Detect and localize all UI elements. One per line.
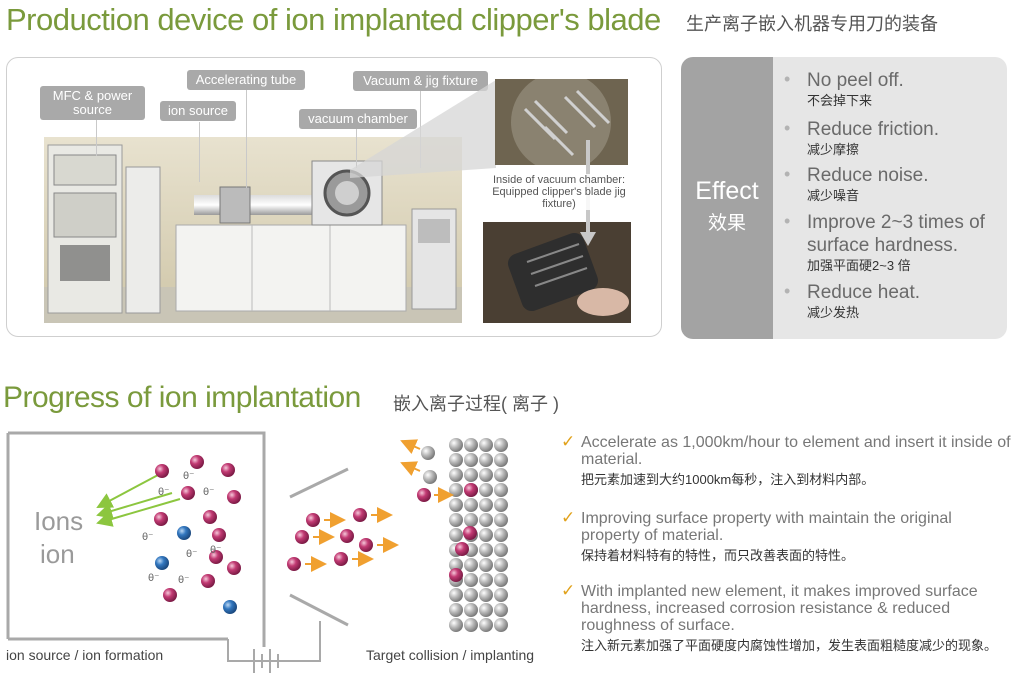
- check-icon: ✓: [561, 581, 576, 600]
- electron-symbol: θ⁻: [210, 545, 221, 556]
- effect-panel: Effect 效果 • No peel off. 不会掉下来 • Reduce …: [681, 57, 1007, 339]
- main-title: Production device of ion implanted clipp…: [6, 2, 661, 37]
- label-vacuum-jig-fixture: Vacuum & jig fixture: [353, 71, 488, 91]
- caption-ion-source: ion source / ion formation: [6, 647, 164, 663]
- bullet-icon: •: [784, 69, 791, 89]
- label-mfc-power-source: MFC & power source: [40, 86, 145, 120]
- effect-item: • Improve 2~3 times of surface hardness.…: [784, 211, 985, 273]
- check-icon: ✓: [561, 432, 576, 451]
- electron-symbol: θ⁻: [186, 549, 197, 560]
- effect-item: • No peel off. 不会掉下来: [784, 69, 904, 108]
- flying-ions: [287, 507, 399, 572]
- progress-title: Progress of ion implantation: [3, 381, 361, 414]
- progress-title-zh: 嵌入离子过程( 离子 ): [393, 394, 559, 414]
- bullet-icon: •: [784, 164, 791, 184]
- label-vacuum-chamber: vacuum chamber: [299, 109, 417, 129]
- bullet-icon: •: [784, 211, 791, 231]
- effect-title-zh: 效果: [707, 213, 746, 234]
- electron-symbol: θ⁻: [142, 532, 153, 543]
- label-accelerating-tube: Accelerating tube: [187, 70, 305, 90]
- electron-symbol: θ⁻: [183, 471, 194, 482]
- electron-symbol: θ⁻: [148, 573, 159, 584]
- effect-item: • Reduce friction. 减少摩擦: [784, 118, 940, 157]
- bullet-icon: •: [784, 281, 791, 301]
- electron-symbol: θ⁻: [203, 487, 214, 498]
- caption-target-collision: Target collision / implanting: [366, 647, 535, 663]
- effect-item: • Reduce noise. 减少噪音: [784, 164, 929, 203]
- vacuum-chamber-inset-photo: [495, 79, 628, 165]
- process-item: ✓ Accelerate as 1,000km/hour to element …: [561, 432, 1011, 487]
- ions-label-zh: ion: [40, 539, 75, 569]
- check-icon: ✓: [561, 508, 576, 527]
- process-item: ✓ Improving surface property with mainta…: [561, 508, 952, 563]
- blade-jig-inset-photo: [483, 222, 631, 323]
- effect-list: • No peel off. 不会掉下来 • Reduce friction. …: [773, 57, 1007, 339]
- ions-label: Ions: [34, 506, 83, 536]
- process-item: ✓ With implanted new element, it makes i…: [561, 581, 998, 653]
- bullet-icon: •: [784, 118, 791, 138]
- zoom-connector: [350, 80, 496, 178]
- effect-item: • Reduce heat. 减少发热: [784, 281, 921, 320]
- effect-label-column: Effect 效果: [681, 57, 773, 339]
- ion-implantation-diagram: θ⁻ θ⁻ θ⁻ θ⁻ θ⁻ θ⁻ θ⁻ θ⁻ Ions ion: [6, 431, 508, 673]
- electron-symbol: θ⁻: [178, 575, 189, 586]
- electron-symbol: θ⁻: [158, 487, 169, 498]
- label-ion-source: ion source: [160, 101, 236, 121]
- main-title-zh: 生产离子嵌入机器专用刀的装备: [686, 14, 938, 34]
- inside-chamber-caption: Inside of vacuum chamber: Equipped clipp…: [484, 174, 634, 210]
- effect-title: Effect: [695, 177, 759, 205]
